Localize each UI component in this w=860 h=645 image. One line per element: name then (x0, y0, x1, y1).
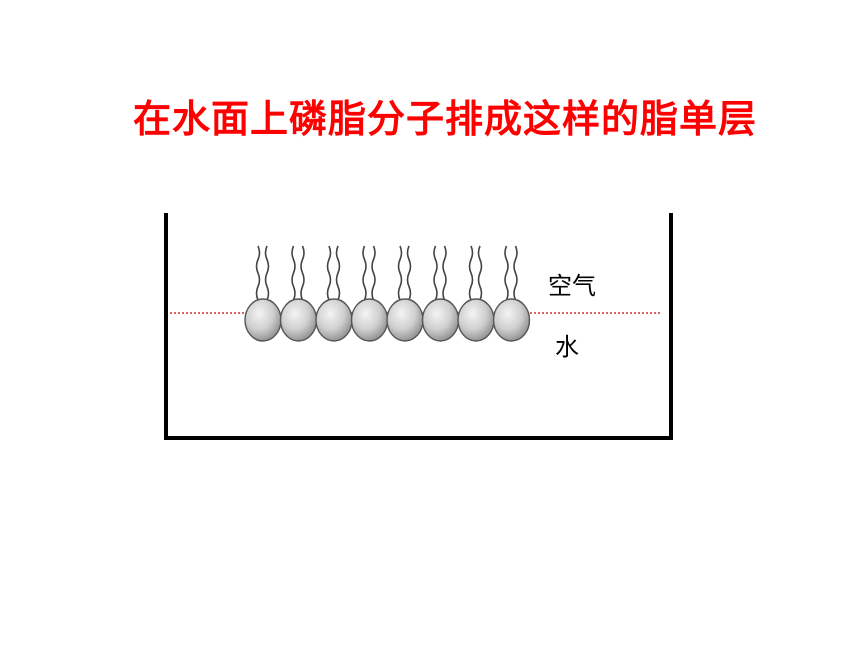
page-title: 在水面上磷脂分子排成这样的脂单层 (132, 97, 757, 141)
phospholipid-molecule (386, 245, 424, 342)
lipid-head (315, 298, 353, 342)
lipid-head (492, 298, 531, 342)
lipid-tail (468, 245, 474, 301)
lipid-tail (255, 245, 261, 301)
lipid-tail (406, 245, 412, 301)
lipid-tail (371, 245, 376, 301)
lipid-head (386, 298, 424, 342)
lipid-head (350, 298, 389, 342)
lipid-tail (477, 245, 483, 301)
phospholipid-molecule (492, 245, 531, 342)
water-label: 水 (555, 333, 579, 361)
air-label: 空气 (548, 272, 596, 300)
lipid-tail (504, 245, 509, 301)
lipid-tail (291, 245, 296, 301)
lipid-head (421, 298, 460, 342)
container (164, 213, 673, 440)
phospholipid-molecule (315, 245, 353, 342)
lipid-tail (442, 245, 447, 301)
lipid-tail (300, 245, 305, 301)
lipid-head (457, 298, 495, 342)
lipid-tail (326, 245, 332, 301)
phospholipid-molecule (350, 245, 389, 342)
lipid-tail (264, 245, 270, 301)
lipid-tail (433, 245, 438, 301)
phospholipid-monolayer (244, 245, 531, 342)
phospholipid-molecule (279, 245, 318, 342)
phospholipid-molecule (421, 245, 460, 342)
lipid-head (244, 298, 282, 342)
lipid-tail (397, 245, 403, 301)
lipid-head (279, 298, 318, 342)
lipid-tail (513, 245, 518, 301)
phospholipid-molecule (244, 245, 282, 342)
lipid-tail (335, 245, 341, 301)
lipid-tail (362, 245, 367, 301)
phospholipid-molecule (457, 245, 495, 342)
